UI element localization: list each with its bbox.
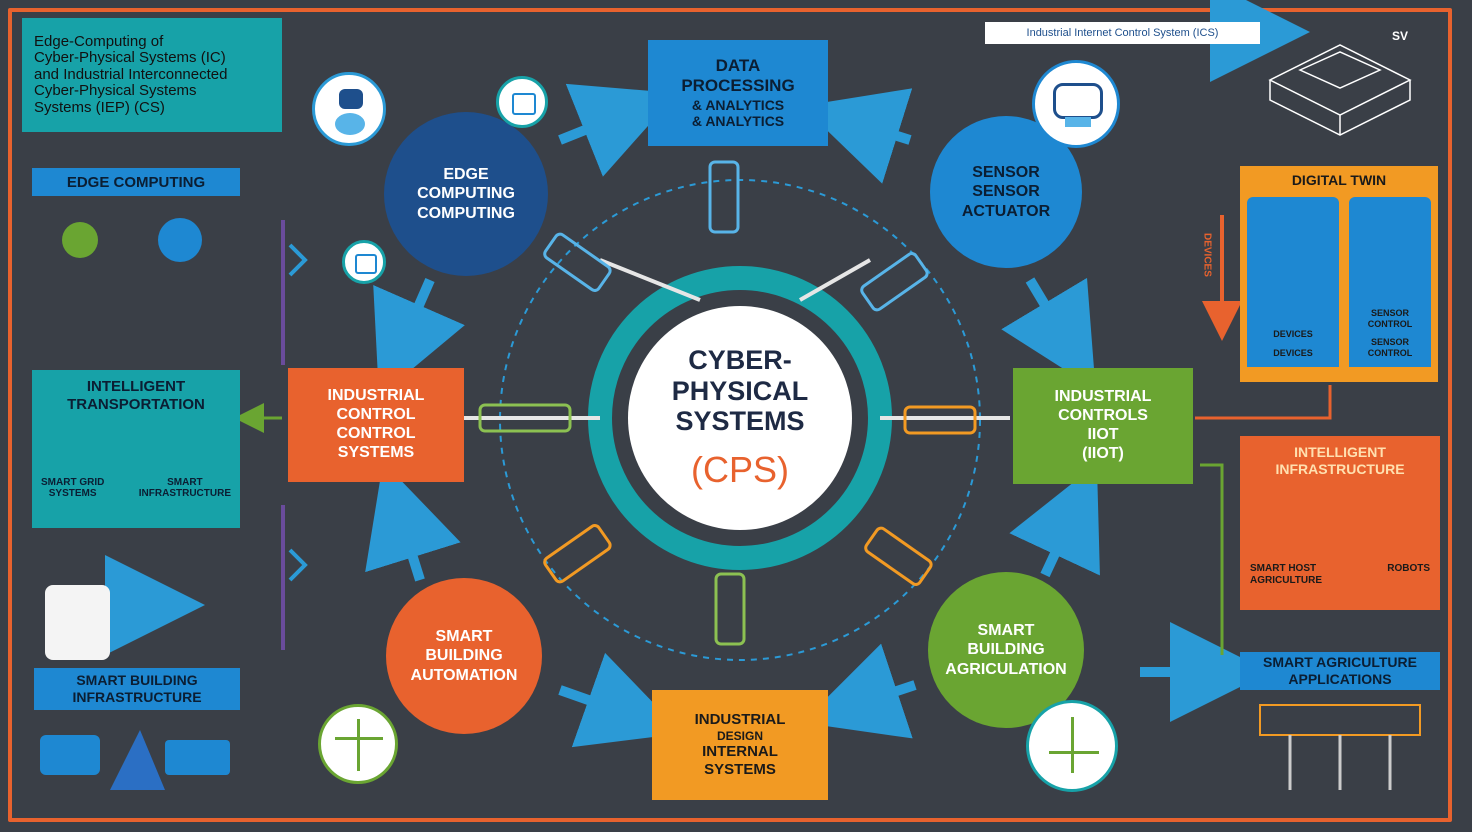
- device-glyphs: [478, 160, 977, 646]
- digital-twin-devices-card: DEVICES DEVICES: [1247, 196, 1339, 367]
- title-block: Edge-Computing of Cyber-Physical Systems…: [22, 18, 282, 132]
- intelligent-infrastructure-panel: INTELLIGENT INFRASTRUCTURE SMART HOST AG…: [1240, 436, 1440, 610]
- title-line-3: and Industrial Interconnected: [34, 65, 228, 83]
- robot-arm-icon: [1032, 60, 1120, 148]
- smart-building-infrastructure-panel: SMART BUILDING INFRASTRUCTURE: [34, 668, 240, 710]
- edge-computing-node[interactable]: EDGE COMPUTING COMPUTING: [384, 112, 548, 276]
- title-line-1: Edge-Computing of: [34, 32, 164, 50]
- data-processing-node[interactable]: DATA PROCESSING & ANALYTICS & ANALYTICS: [648, 40, 828, 146]
- digital-twin-sensor-card: SENSOR CONTROL SENSOR CONTROL: [1349, 196, 1431, 367]
- cloud-cluster-icon: [312, 72, 386, 146]
- server-icon: [496, 76, 548, 128]
- digital-twin-panel: DIGITAL TWIN DEVICES DEVICES SENSOR CONT…: [1240, 166, 1438, 382]
- cps-center: CYBER- PHYSICAL SYSTEMS (CPS): [628, 306, 852, 530]
- outer-frame: [8, 8, 1452, 822]
- irrigation-icon: [1026, 700, 1118, 792]
- smart-building-automation-node[interactable]: SMART BUILDING AUTOMATION: [386, 578, 542, 734]
- intelligent-transportation-panel: INTELLIGENT TRANSPORTATION SMART GRID SY…: [32, 370, 240, 528]
- title-line-4: Cyber-Physical Systems: [34, 82, 197, 100]
- title-line-2: Cyber-Physical Systems (IC): [34, 49, 226, 67]
- industrial-internal-systems-node[interactable]: INDUSTRIAL DESIGN INTERNAL SYSTEMS: [652, 690, 828, 800]
- transport-captions: SMART GRID SYSTEMS SMART INFRASTRUCTURE: [41, 477, 231, 500]
- scale-icon: [318, 704, 398, 784]
- title-line-5: Systems (IEP) (CS): [34, 98, 165, 116]
- edge-computing-label: EDGE COMPUTING: [32, 168, 240, 196]
- industrial-controls-iiot-node[interactable]: INDUSTRIAL CONTROLS IIOT (IIOT): [1013, 368, 1193, 484]
- industrial-control-systems-node[interactable]: INDUSTRIAL CONTROL CONTROL SYSTEMS: [288, 368, 464, 482]
- devices-side-label: DEVICES: [1201, 233, 1213, 277]
- top-banner: Industrial Internet Control System (ICS): [985, 22, 1260, 44]
- factory-sketch: [1268, 44, 1412, 136]
- network-node-icon: [342, 240, 386, 284]
- top-right-tag: SV: [1391, 29, 1408, 43]
- smart-agriculture-panel: SMART AGRICULTURE APPLICATIONS: [1240, 652, 1440, 690]
